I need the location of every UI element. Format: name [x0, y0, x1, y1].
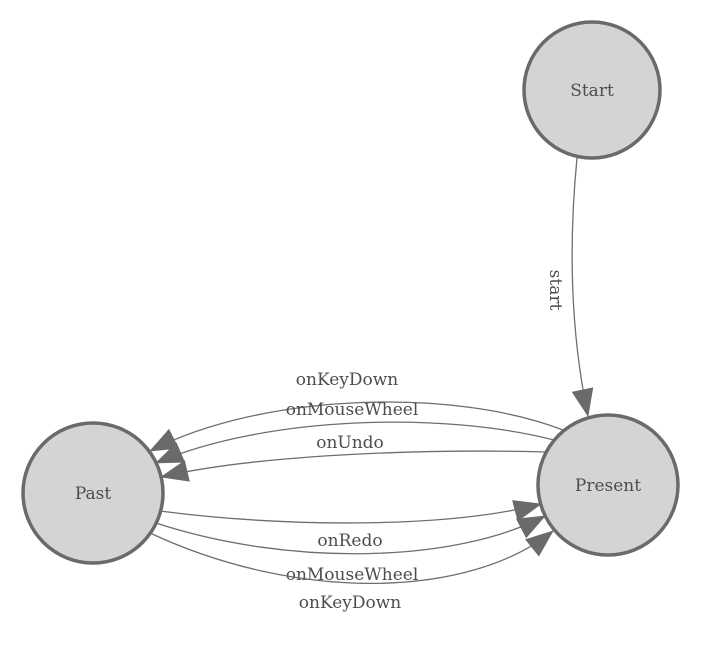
edge-path[interactable]	[155, 421, 555, 464]
edge-start-to-present[interactable]: start	[545, 157, 594, 417]
edge-path[interactable]	[149, 530, 554, 585]
edge-label-onredo: onRedo	[317, 531, 382, 551]
edge-label-onundo: onUndo	[316, 433, 384, 453]
node-start-circle[interactable]	[522, 20, 662, 160]
edge-present-to-past-onundo[interactable]: onUndo	[160, 433, 547, 482]
node-start-label: Start	[570, 81, 614, 101]
node-present[interactable]: Present	[536, 413, 680, 557]
edge-present-to-past-onkeydown[interactable]: onKeyDown	[149, 370, 564, 452]
edge-past-to-present-onkeydown[interactable]: onKeyDown	[149, 530, 554, 613]
edge-label-onkeydown-bottom: onKeyDown	[299, 593, 402, 613]
edge-present-to-past-onmousewheel[interactable]: onMouseWheel	[155, 400, 555, 464]
edge-path[interactable]	[149, 401, 564, 452]
edge-label-onkeydown-top: onKeyDown	[296, 370, 399, 390]
node-past[interactable]: Past	[21, 421, 165, 565]
node-past-label: Past	[75, 484, 112, 504]
edge-path[interactable]	[159, 500, 542, 524]
node-start[interactable]: Start	[522, 20, 662, 160]
edge-label-onmousewheel-top: onMouseWheel	[286, 400, 419, 420]
node-present-circle[interactable]	[536, 413, 680, 557]
edge-path[interactable]	[160, 450, 547, 482]
edge-past-to-present-onredo[interactable]: onRedo	[159, 500, 542, 551]
node-past-circle[interactable]	[21, 421, 165, 565]
edge-path[interactable]	[155, 515, 546, 555]
edge-path[interactable]	[571, 157, 594, 417]
edge-label-start: start	[545, 270, 565, 311]
node-present-label: Present	[575, 476, 641, 496]
